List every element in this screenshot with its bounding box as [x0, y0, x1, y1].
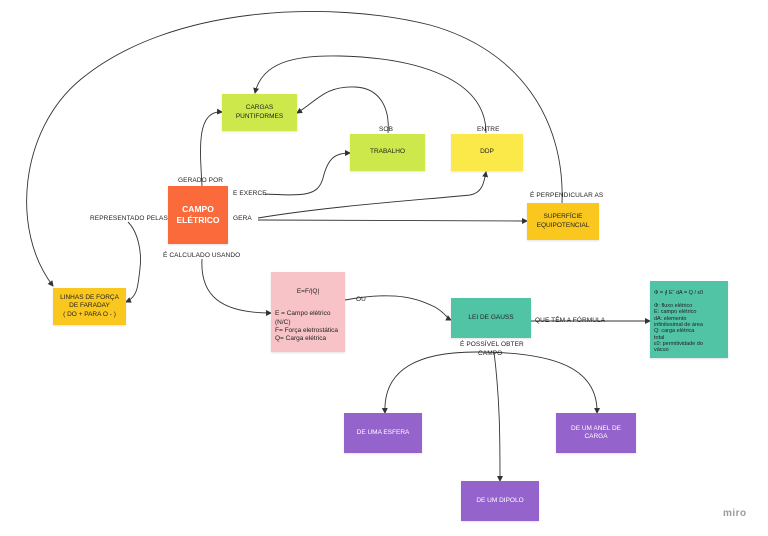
- node-trabalho[interactable]: TRABALHO: [350, 134, 425, 171]
- edge-gera-superficie: [257, 217, 528, 224]
- edge-gerado-por: [200, 108, 223, 187]
- formula-body: E = Campo elétrico (N/C) F= Força eletro…: [275, 310, 339, 342]
- edge-representado: [125, 221, 141, 303]
- edge-e-exerce: [264, 150, 351, 196]
- node-de-uma-esfera[interactable]: DE UMA ESFERA: [344, 413, 422, 453]
- label-gerado-por: GERADO POR: [178, 177, 224, 184]
- label-possivel-obter: É POSSÍVEL OBTER: [460, 341, 524, 348]
- node-de-um-anel[interactable]: DE UM ANEL DE CARGA: [556, 413, 636, 453]
- edge-anel: [475, 351, 601, 414]
- label-que-tem-a-formula: QUE TÊM A FÓRMULA: [535, 317, 606, 324]
- label-e-exerce: E EXERCE: [233, 190, 267, 197]
- edge-ou: [344, 295, 452, 321]
- node-superficie-equipotencial[interactable]: SUPERFÍCIE EQUIPOTENCIAL: [527, 203, 599, 240]
- node-formula-campo[interactable]: E=F/|Q| E = Campo elétrico (N/C) F= Forç…: [271, 272, 345, 352]
- label-representado-pelas: REPRESENTADO PELAS: [90, 215, 168, 222]
- edge-dipolo: [493, 351, 503, 482]
- label-e-perpendicular: É PERPENDICULAR AS: [530, 192, 604, 199]
- node-linhas-de-forca[interactable]: LINHAS DE FORÇA DE FARADAY ( DO + PARA O…: [53, 288, 126, 325]
- edge-esfera: [381, 351, 477, 414]
- label-ou: OU: [356, 296, 366, 303]
- formula-title: E=F/|Q|: [296, 288, 320, 296]
- label-entre: ENTRE: [477, 126, 500, 133]
- gauss-formula-text: Φ = ∮ E ⃗ dA = Q / ε0 Φ: fluxo elétrico …: [654, 290, 704, 354]
- edge-sob: [296, 86, 389, 134]
- miro-watermark: miro: [723, 508, 747, 519]
- label-e-calculado: É CALCULADO USANDO: [163, 252, 241, 259]
- node-de-um-dipolo[interactable]: DE UM DIPOLO: [461, 481, 539, 521]
- node-cargas-puntiformes[interactable]: CARGAS PUNTIFORMES: [222, 94, 297, 131]
- edge-entre: [253, 55, 487, 134]
- edge-calculado: [201, 258, 272, 316]
- label-gera: GERA: [233, 215, 252, 222]
- edge-perpendicular-linhas: [26, 11, 563, 287]
- label-campo: CAMPO: [478, 350, 503, 357]
- node-ddp[interactable]: DDP: [451, 134, 523, 171]
- node-lei-de-gauss[interactable]: LEI DE GAUSS: [451, 298, 531, 338]
- node-campo-eletrico[interactable]: CAMPO ELÉTRICO: [168, 186, 228, 244]
- node-formula-gauss[interactable]: Φ = ∮ E ⃗ dA = Q / ε0 Φ: fluxo elétrico …: [650, 281, 728, 358]
- label-sob: SOB: [379, 126, 394, 133]
- edge-gera-ddp: [257, 171, 489, 219]
